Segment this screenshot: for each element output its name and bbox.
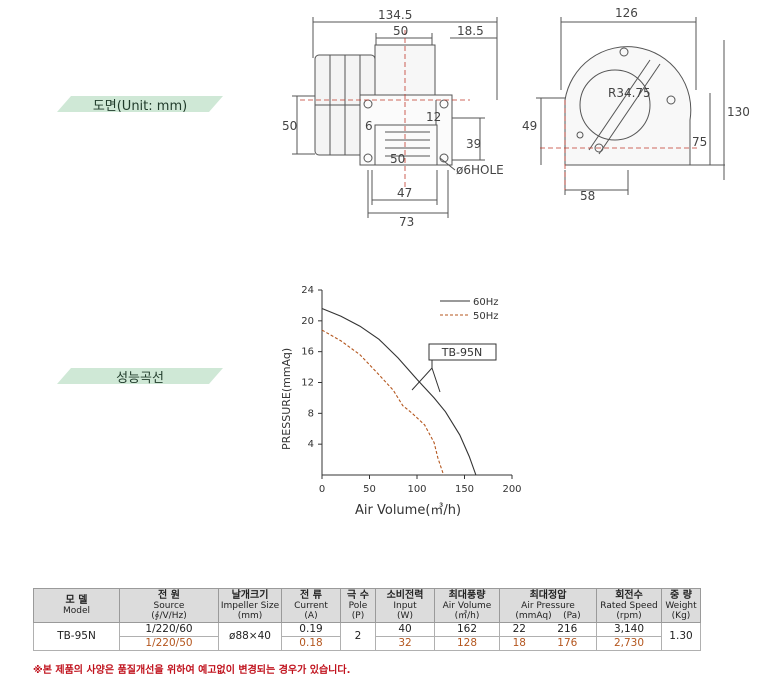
cell-source-60: 1/220/60 <box>119 622 219 637</box>
dim-overall-width: 134.5 <box>378 8 412 22</box>
tag-background <box>57 96 223 112</box>
cell-pole: 2 <box>340 622 376 651</box>
cell-current-50: 0.18 <box>281 636 341 651</box>
chart-y-axis-label: PRESSURE(mmAq) <box>280 348 293 450</box>
spec-row-60hz: TB-95N 1/220/60 ø88×40 0.19 2 40 162 22 … <box>33 622 701 651</box>
cell-weight: 1.30 <box>661 622 701 651</box>
x-tick-label: 0 <box>319 484 325 495</box>
cell-input-60: 40 <box>375 622 435 637</box>
x-tick-label: 100 <box>407 484 426 495</box>
cell-pa-60: 216 <box>538 622 597 637</box>
dim-base-47: 47 <box>397 186 412 200</box>
dim-h-49: 49 <box>522 119 537 133</box>
cell-current-60: 0.19 <box>281 622 341 637</box>
dim-motor-width: 50 <box>393 24 408 38</box>
chart-series <box>321 307 477 476</box>
cell-rpm-50: 2,730 <box>596 636 662 651</box>
callout-label: TB-95N <box>441 346 482 359</box>
dim-radius: R34.75 <box>608 86 651 100</box>
cell-pa-50: 176 <box>538 636 597 651</box>
callout-leader <box>411 367 433 391</box>
spec-note: ※본 제품의 사양은 품질개선을 위하여 예고없이 변경되는 경우가 있습니다. <box>33 665 351 676</box>
dim-h-130: 130 <box>727 105 750 119</box>
tag-background <box>57 368 223 384</box>
legend-label-50hz: 50Hz <box>473 311 499 322</box>
y-tick-label: 16 <box>301 347 314 358</box>
x-tick-label: 50 <box>363 484 376 495</box>
y-tick-label: 20 <box>301 316 314 327</box>
callout-box <box>428 343 497 361</box>
curve-section-label: 성능곡선 <box>116 371 164 386</box>
cell-mmaq-50: 18 <box>498 636 539 651</box>
callout-leader <box>431 367 441 393</box>
hole-label: ø6HOLE <box>456 163 504 177</box>
dim-bracket-6: 6 <box>365 119 373 133</box>
series-line-50hz <box>321 329 445 476</box>
drawing-section-label: 도면(Unit: mm) <box>92 99 188 114</box>
cell-air-volume-50: 128 <box>434 636 500 651</box>
drawing-section-tag: 도면(Unit: mm) <box>57 94 223 114</box>
dim-outlet-39: 39 <box>466 137 481 151</box>
y-tick-label: 4 <box>308 439 314 450</box>
cell-air-volume-60: 162 <box>434 622 500 637</box>
curve-section-tag: 성능곡선 <box>57 366 223 386</box>
series-line-60hz <box>321 307 477 476</box>
cell-input-50: 32 <box>375 636 435 651</box>
x-tick-label: 200 <box>502 484 521 495</box>
chart-x-axis-label: Air Volume(㎥/h) <box>355 503 461 518</box>
dim-bracket-12: 12 <box>426 110 441 124</box>
cell-rpm-60: 3,140 <box>596 622 662 637</box>
y-tick-label: 24 <box>301 285 314 296</box>
dim-outlet-height: 50 <box>390 152 405 166</box>
y-tick-label: 8 <box>308 408 314 419</box>
chart-axes: 0 50 100 150 200 4 8 12 16 20 24 <box>301 285 521 495</box>
dim-front-width: 126 <box>615 6 638 20</box>
x-tick-label: 150 <box>455 484 474 495</box>
cell-source-50: 1/220/50 <box>119 636 219 651</box>
technical-drawing: 134.5 50 18.5 50 6 12 50 39 47 73 ø6HOLE… <box>282 6 750 229</box>
dim-outlet-offset: 18.5 <box>457 24 484 38</box>
spec-row-50hz: 1/220/50 0.18 32 128 18 176 2,730 <box>34 636 701 651</box>
legend-label-60hz: 60Hz <box>473 297 499 308</box>
cell-mmaq-60: 22 <box>498 622 539 637</box>
dim-height: 50 <box>282 119 297 133</box>
y-tick-label: 12 <box>301 378 314 389</box>
cell-model: TB-95N <box>33 622 120 651</box>
dim-base-58: 58 <box>580 189 595 203</box>
cell-impeller: ø88×40 <box>218 622 282 651</box>
dim-base-73: 73 <box>399 215 414 229</box>
dim-h-75: 75 <box>692 135 707 149</box>
